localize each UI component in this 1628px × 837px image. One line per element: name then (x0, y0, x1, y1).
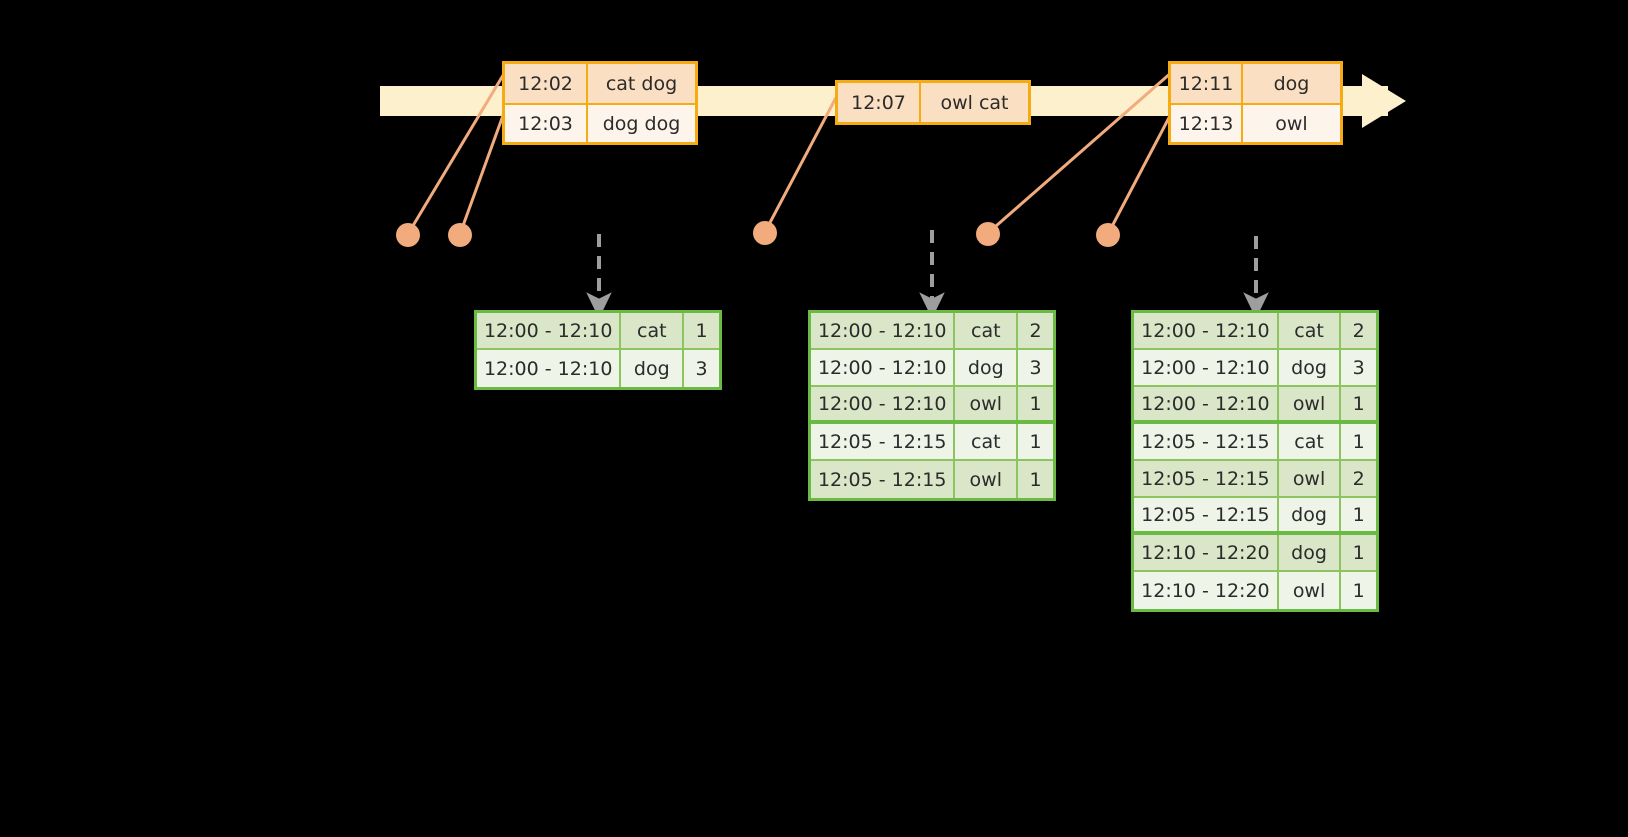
word-cell: cat (955, 424, 1019, 459)
table-row: 12:05 - 12:15 cat 1 (811, 424, 1054, 461)
event-dot-5 (1096, 223, 1120, 247)
count-cell: 1 (1018, 387, 1054, 420)
result-table-3[interactable]: 12:00 - 12:10 cat 2 12:00 - 12:10 dog 3 … (1131, 310, 1379, 612)
event-dot-1 (396, 223, 420, 247)
table-row: 12:10 - 12:20 dog 1 (1134, 535, 1376, 572)
window-cell: 12:05 - 12:15 (1134, 498, 1279, 531)
window-cell: 12:05 - 12:15 (1134, 461, 1279, 496)
table-row: 12:00 - 12:10 cat 2 (811, 313, 1054, 350)
table-row: 12:00 - 12:10 cat 1 (477, 313, 720, 350)
word-cell: cat (1278, 424, 1342, 459)
count-cell: 1 (1018, 461, 1054, 498)
connector-line-2 (458, 109, 507, 235)
event-time: 12:07 (838, 83, 921, 122)
count-cell: 1 (1341, 572, 1376, 609)
word-cell: owl (955, 387, 1019, 420)
word-cell: dog (955, 350, 1019, 385)
table-row: 12:10 - 12:20 owl 1 (1134, 572, 1376, 609)
table-row: 12:05 - 12:15 owl 1 (811, 461, 1054, 498)
count-cell: 1 (1018, 424, 1054, 459)
count-cell: 3 (1018, 350, 1054, 385)
event-words: dog (1243, 64, 1340, 103)
table-row: 12:05 - 12:15 cat 1 (1134, 424, 1376, 461)
count-cell: 1 (684, 313, 720, 348)
event-time: 12:03 (505, 105, 588, 142)
word-cell: dog (1278, 350, 1342, 385)
result-table-2[interactable]: 12:00 - 12:10 cat 2 12:00 - 12:10 dog 3 … (808, 310, 1056, 501)
window-cell: 12:00 - 12:10 (811, 313, 956, 348)
event-row: 12:02 cat dog (505, 64, 695, 103)
window-cell: 12:00 - 12:10 (811, 387, 956, 420)
event-row: 12:13 owl (1171, 103, 1340, 142)
event-dot-4 (976, 222, 1000, 246)
window-cell: 12:10 - 12:20 (1134, 535, 1279, 570)
event-time: 12:11 (1171, 64, 1243, 103)
table-row: 12:00 - 12:10 dog 3 (477, 350, 720, 387)
event-time: 12:13 (1171, 105, 1243, 142)
word-cell: owl (1278, 572, 1342, 609)
event-row: 12:03 dog dog (505, 103, 695, 142)
connector-line-5 (1106, 111, 1174, 235)
window-cell: 12:00 - 12:10 (477, 313, 622, 348)
event-words: dog dog (588, 105, 695, 142)
event-dot-2 (448, 223, 472, 247)
event-words: owl cat (921, 83, 1028, 122)
count-cell: 1 (1341, 498, 1376, 531)
result-table-1[interactable]: 12:00 - 12:10 cat 1 12:00 - 12:10 dog 3 (474, 310, 722, 390)
word-cell: dog (1278, 498, 1342, 531)
window-cell: 12:00 - 12:10 (1134, 387, 1279, 420)
word-cell: cat (955, 313, 1019, 348)
count-cell: 3 (684, 350, 720, 387)
window-cell: 12:00 - 12:10 (811, 350, 956, 385)
event-box-2[interactable]: 12:07 owl cat (835, 80, 1031, 125)
table-row: 12:00 - 12:10 owl 1 (811, 387, 1054, 424)
word-cell: cat (1278, 313, 1342, 348)
window-cell: 12:05 - 12:15 (811, 461, 956, 498)
event-box-3[interactable]: 12:11 dog 12:13 owl (1168, 61, 1343, 145)
event-row: 12:07 owl cat (838, 83, 1028, 122)
event-row: 12:11 dog (1171, 64, 1340, 103)
window-cell: 12:00 - 12:10 (477, 350, 622, 387)
event-time: 12:02 (505, 64, 588, 103)
event-words: owl (1243, 105, 1340, 142)
word-cell: owl (1278, 461, 1342, 496)
table-row: 12:00 - 12:10 dog 3 (1134, 350, 1376, 387)
table-row: 12:05 - 12:15 owl 2 (1134, 461, 1376, 498)
count-cell: 1 (1341, 424, 1376, 459)
word-cell: dog (621, 350, 685, 387)
table-row: 12:05 - 12:15 dog 1 (1134, 498, 1376, 535)
count-cell: 1 (1341, 387, 1376, 420)
word-cell: cat (621, 313, 685, 348)
window-cell: 12:00 - 12:10 (1134, 313, 1279, 348)
word-cell: owl (1278, 387, 1342, 420)
table-row: 12:00 - 12:10 cat 2 (1134, 313, 1376, 350)
count-cell: 2 (1341, 313, 1376, 348)
word-cell: dog (1278, 535, 1342, 570)
window-cell: 12:00 - 12:10 (1134, 350, 1279, 385)
table-row: 12:00 - 12:10 owl 1 (1134, 387, 1376, 424)
count-cell: 2 (1018, 313, 1054, 348)
word-cell: owl (955, 461, 1019, 498)
event-dot-3 (753, 221, 777, 245)
window-cell: 12:10 - 12:20 (1134, 572, 1279, 609)
count-cell: 3 (1341, 350, 1376, 385)
event-words: cat dog (588, 64, 695, 103)
event-box-1[interactable]: 12:02 cat dog 12:03 dog dog (502, 61, 698, 145)
table-row: 12:00 - 12:10 dog 3 (811, 350, 1054, 387)
window-cell: 12:05 - 12:15 (1134, 424, 1279, 459)
count-cell: 1 (1341, 535, 1376, 570)
count-cell: 2 (1341, 461, 1376, 496)
window-cell: 12:05 - 12:15 (811, 424, 956, 459)
timeline-arrowhead-icon (1362, 74, 1406, 128)
